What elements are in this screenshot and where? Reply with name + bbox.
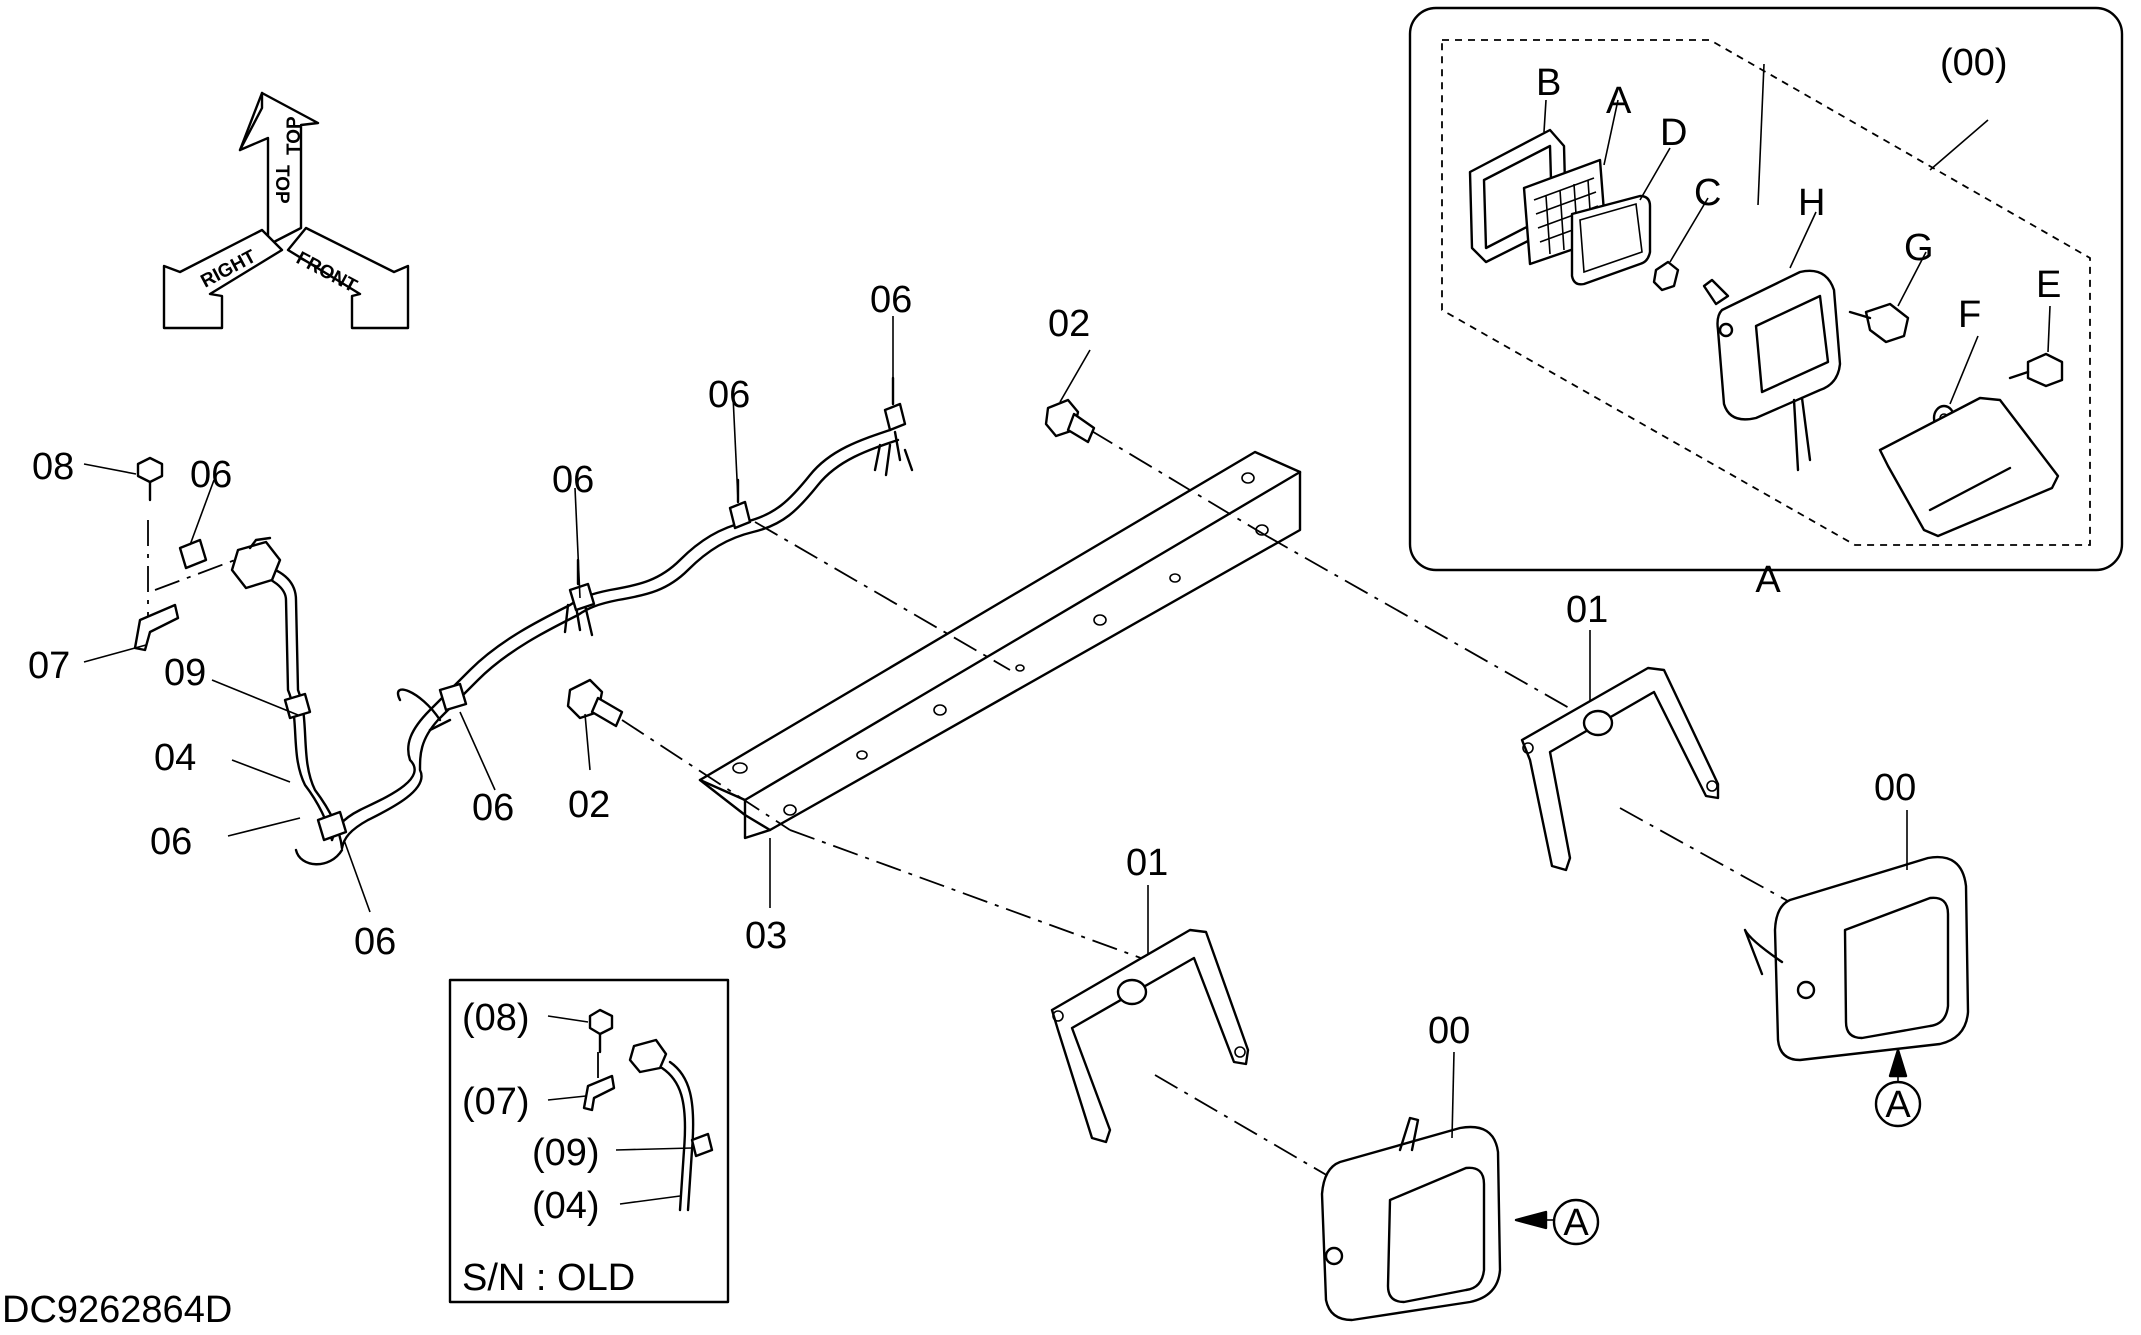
detail-a-assembly-label: (00) [1940, 42, 2008, 84]
callout-06-g: 06 [870, 279, 912, 321]
callout-labels: 08 06 07 09 04 06 06 06 02 03 06 06 06 0… [28, 279, 1916, 1052]
callout-09: 09 [164, 652, 206, 694]
detail-part-g: G [1904, 227, 1934, 269]
drawing-id: DC9262864D [2, 1289, 232, 1331]
small-bolt [136, 456, 164, 502]
callout-00-left: 00 [1428, 1010, 1470, 1052]
mount-bar [698, 450, 1302, 840]
detail-a-box [1408, 6, 2124, 572]
detail-part-f: F [1958, 294, 1981, 336]
callout-06-e: 06 [552, 459, 594, 501]
detail-a-labels: (00) B A D C H G E F A [1536, 42, 2061, 601]
callout-02-upper: 02 [1048, 303, 1090, 345]
detail-part-d: D [1660, 112, 1687, 154]
leader-lines [83, 63, 2051, 1205]
detail-part-h: H [1798, 182, 1825, 224]
view-marker-right: A [1874, 1048, 1922, 1128]
inset-serial-note: S/N : OLD [462, 1257, 635, 1299]
detail-part-c: C [1694, 172, 1721, 214]
callout-01-right: 01 [1566, 589, 1608, 631]
callout-01-left: 01 [1126, 842, 1168, 884]
work-lamp-left [1320, 1116, 1502, 1322]
callout-00-right: 00 [1874, 767, 1916, 809]
detail-part-b: B [1536, 62, 1561, 104]
callout-06-b: 06 [150, 821, 192, 863]
detail-part-a: A [1606, 80, 1632, 122]
clamp [133, 603, 180, 652]
top-label: TOP [271, 165, 292, 204]
bracket-left [1050, 928, 1250, 1144]
callout-06-d: 06 [472, 787, 514, 829]
inset-bolt-label: (08) [462, 997, 530, 1039]
inset-band-label: (09) [532, 1132, 600, 1174]
callout-08: 08 [32, 446, 74, 488]
front-arrow [286, 226, 410, 330]
inset-clamp-label: (07) [462, 1081, 530, 1123]
bolt-upper [1044, 398, 1096, 444]
orientation-indicator: TOP TOP RIGHT FRONT [162, 91, 410, 330]
callout-03: 03 [745, 915, 787, 957]
top-arrow [238, 91, 320, 247]
assembly-lines [147, 429, 1796, 1181]
right-arrow [162, 228, 284, 330]
detail-part-e: E [2036, 264, 2061, 306]
callout-06-f: 06 [708, 374, 750, 416]
callout-06-c: 06 [354, 921, 396, 963]
view-marker-left: A [1514, 1198, 1600, 1246]
inset-harness-label: (04) [532, 1185, 600, 1227]
bracket-right [1520, 666, 1720, 872]
view-marker-right-label: A [1885, 1084, 1911, 1126]
callout-06-a: 06 [190, 454, 232, 496]
callout-07: 07 [28, 645, 70, 687]
work-lamp-right [1743, 855, 1970, 1062]
callout-02-lower: 02 [568, 784, 610, 826]
view-marker-left-label: A [1563, 1202, 1589, 1244]
callout-04: 04 [154, 737, 196, 779]
top-label-mirror: TOP [284, 116, 305, 155]
harness-clips [178, 376, 907, 842]
bolt-lower [566, 678, 624, 728]
detail-a-title: A [1755, 559, 1781, 601]
inset-labels: (08) (07) (09) (04) S/N : OLD [462, 997, 635, 1299]
